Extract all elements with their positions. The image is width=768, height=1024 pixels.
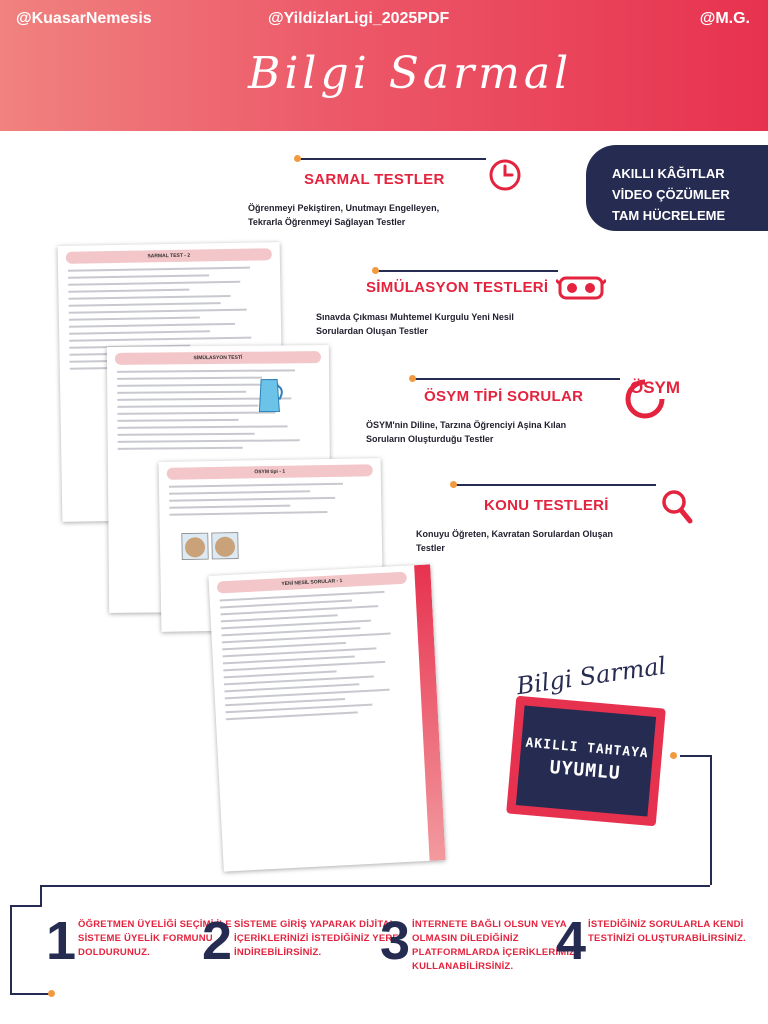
step-line: SİSTEME GİRİŞ YAPARAK DİJİTAL [234,919,396,930]
step-line: İNTERNETE BAĞLI OLSUN VEYA [412,919,567,930]
desc-line: Konuyu Öğreten, Kavratan Sorulardan Oluş… [416,529,614,539]
brand-logo: Bilgi Sarmal [248,48,573,99]
step-4: 4 İSTEDİĞİNİZ SORULARLA KENDİ TESTİNİZİ … [556,914,746,968]
section-title-simulasyon: SİMÜLASYON TESTLERİ [366,279,549,296]
left-handle: @KuasarNemesis [16,10,152,27]
step-line: İNDİREBİLİRSİNİZ. [234,947,322,958]
spacer [248,230,438,232]
worksheet-header: SARMAL TEST - 2 [65,248,272,264]
vr-headset-icon [554,270,608,311]
step-line: DOLDURUNUZ. [78,947,150,958]
desc-line: ÖSYM'nin Diline, Tarzına Öğrenciyi Aşina… [366,420,567,430]
step-line: PLATFORMLARDA İÇERİKLERİMİZİ [412,947,579,958]
step-3: 3 İNTERNETE BAĞLI OLSUN VEYA OLMASIN DİL… [380,914,578,974]
desc-line: Sorulardan Oluşan Testler [316,326,428,336]
worksheet-header: ÖSYM tipi - 1 [166,464,373,480]
step-line: SİSTEME ÜYELİK FORMUNU [78,933,213,944]
desc-line: Soruların Oluşturduğu Testler [366,434,494,444]
clock-icon [488,158,522,197]
step-text: İNTERNETE BAĞLI OLSUN VEYA OLMASIN DİLED… [412,914,578,974]
connector-line [300,158,486,160]
smartboard-badge: AKILLI TAHTAYA UYUMLU [506,695,666,827]
center-handle: @YildizlarLigi_2025PDF [268,10,450,27]
connector-line [456,484,656,486]
connector-line [378,270,558,272]
section-title-konu: KONU TESTLERİ [484,497,609,514]
frame-line [10,993,50,995]
osym-logo-label: ÖSYM [630,378,681,397]
frame-line [710,755,712,885]
step-text: ÖĞRETMEN ÜYELİĞİ SEÇİMİ İLE SİSTEME ÜYEL… [78,914,232,968]
step-line: KULLANABİLİRSİNİZ. [412,961,514,972]
connector-dot [294,155,301,162]
desc-line: Testler [416,543,445,553]
smartboard-line-2: UYUMLU [548,756,622,785]
step-line: İÇERİKLERİNİZİ İSTEDİĞİNİZ YERE [234,933,399,944]
section-title-osym: ÖSYM TİPİ SORULAR [424,388,584,405]
magnifier-icon [660,488,694,531]
connector-dot [670,752,677,759]
step-text: İSTEDİĞİNİZ SORULARLA KENDİ TESTİNİZİ OL… [588,914,746,968]
frame-line [10,905,42,907]
smartboard-line-1: AKILLI TAHTAYA [524,735,650,762]
connector-line [415,378,620,380]
step-2: 2 SİSTEME GİRİŞ YAPARAK DİJİTAL İÇERİKLE… [202,914,399,968]
feature-line: TAM HÜCRELEME [612,208,726,223]
desc-line: Öğrenmeyi Pekiştiren, Unutmayı Engelleye… [248,203,440,213]
frame-line [40,885,710,887]
section-desc-simulasyon: Sınavda Çıkması Muhtemel Kurgulu Yeni Ne… [316,310,514,338]
frame-line [680,755,710,757]
connector-dot [372,267,379,274]
feature-line: VİDEO ÇÖZÜMLER [612,187,730,202]
spheres-illustration [181,532,239,560]
worksheet-stripe [414,564,446,861]
worksheet-header: SİMÜLASYON TESTİ [114,351,321,365]
worksheet-text [219,590,414,721]
worksheet-thumbnail: SİMÜLASYON TESTİ [106,345,332,613]
desc-line: Sınavda Çıkması Muhtemel Kurgulu Yeni Ne… [316,312,514,322]
right-handle: @M.G. [699,10,750,27]
feature-line: AKILLI KÂĞITLAR [612,166,725,181]
step-number: 4 [556,911,587,971]
worksheet-thumbnail: YENİ NESİL SORULAR - 1 [208,564,446,872]
desc-line: Tekrarla Öğrenmeyi Sağlayan Testler [248,217,406,227]
step-number: 3 [380,911,411,971]
step-text: SİSTEME GİRİŞ YAPARAK DİJİTAL İÇERİKLERİ… [234,914,399,968]
step-line: İSTEDİĞİNİZ SORULARLA KENDİ [588,919,744,930]
section-desc-konu: Konuyu Öğreten, Kavratan Sorulardan Oluş… [416,527,613,555]
worksheet-thumbnail: ÖSYM tipi - 1 [158,458,384,632]
features-box: AKILLI KÂĞITLAR VİDEO ÇÖZÜMLER TAM HÜCRE… [586,145,768,231]
step-line: ÖĞRETMEN ÜYELİĞİ SEÇİMİ İLE [78,919,232,930]
step-line: OLMASIN DİLEDİĞİNİZ [412,933,519,944]
jug-illustration [258,378,283,413]
connector-dot [409,375,416,382]
section-title-sarmal: SARMAL TESTLER [304,171,445,188]
worksheet-text [168,482,371,516]
header-banner: @KuasarNemesis @YildizlarLigi_2025PDF @M… [0,0,768,131]
connector-dot [48,990,55,997]
brand-logo-small: Bilgi Sarmal [514,651,668,701]
connector-dot [450,481,457,488]
smartboard-screen: AKILLI TAHTAYA UYUMLU [515,705,657,817]
frame-line [40,885,42,905]
section-desc-osym: ÖSYM'nin Diline, Tarzına Öğrenciyi Aşina… [366,418,566,446]
step-number: 1 [46,911,77,971]
osym-logo-icon: ÖSYM [622,376,682,422]
worksheet-text [117,369,320,450]
section-desc-sarmal: Öğrenmeyi Pekiştiren, Unutmayı Engelleye… [248,201,439,229]
step-number: 2 [202,911,233,971]
step-1: 1 ÖĞRETMEN ÜYELİĞİ SEÇİMİ İLE SİSTEME ÜY… [46,914,232,968]
frame-line [10,905,12,995]
step-line: TESTİNİZİ OLUŞTURABİLİRSİNİZ. [588,933,746,944]
